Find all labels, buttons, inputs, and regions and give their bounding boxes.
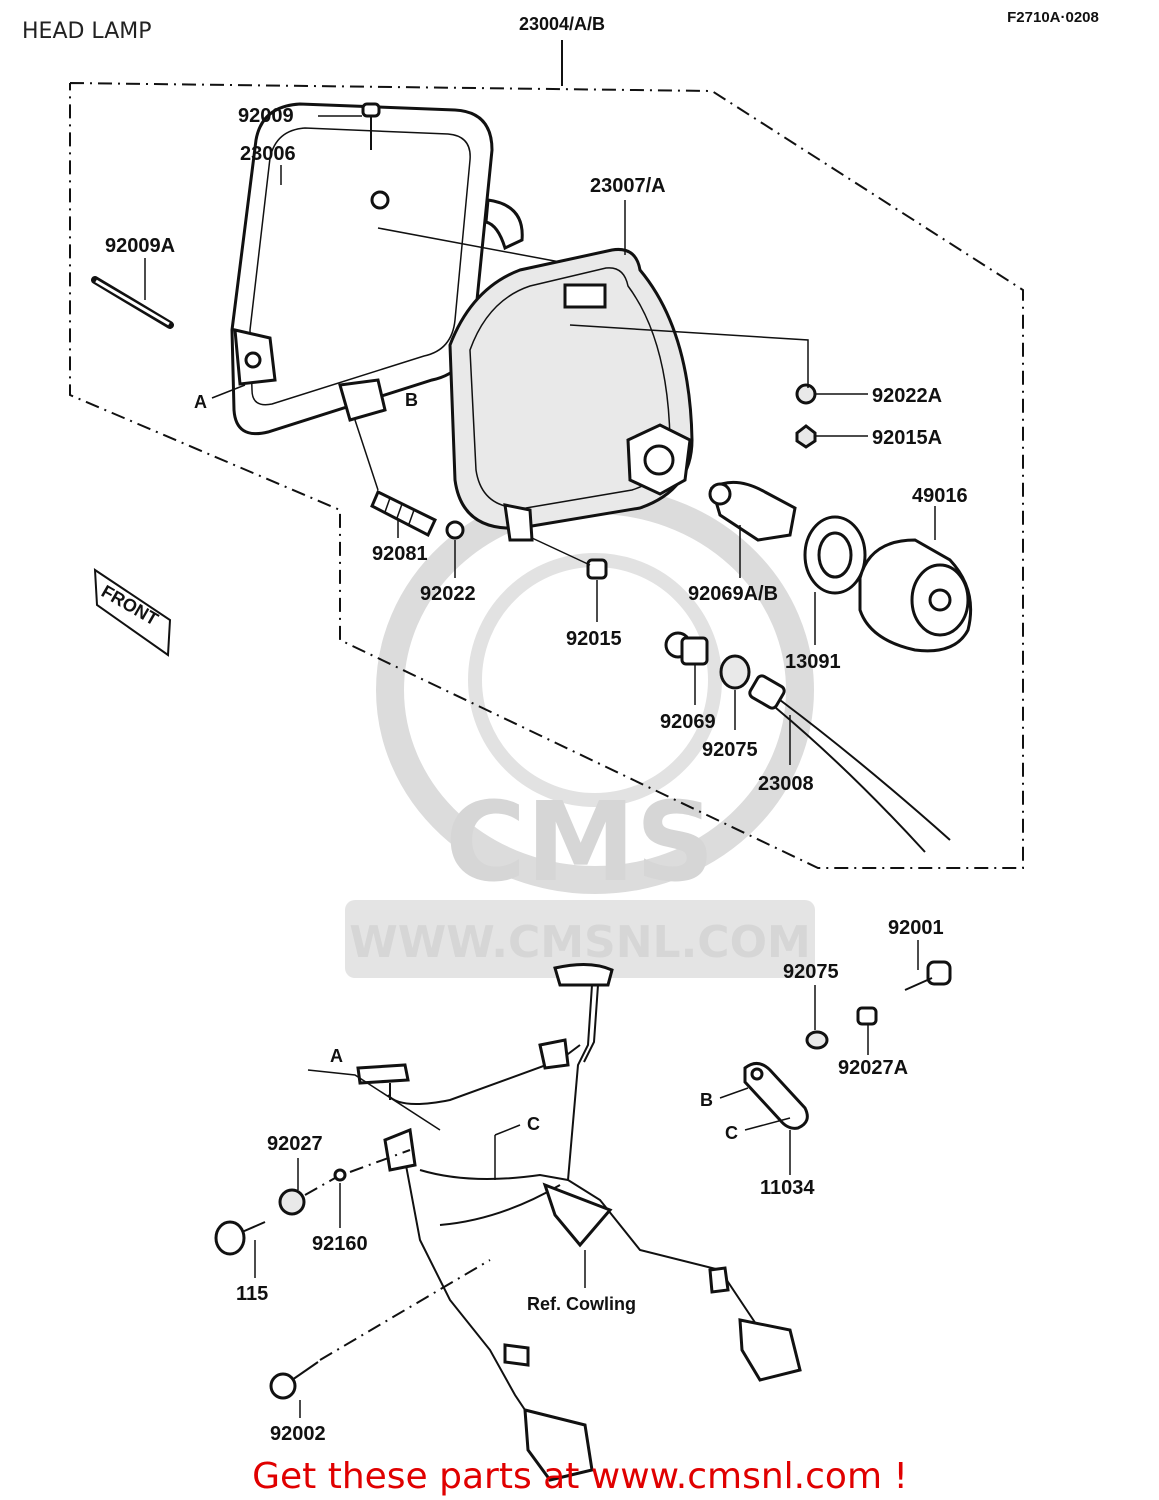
bolt-115 — [214, 1220, 266, 1256]
label-13091: 13091 — [785, 651, 841, 673]
sealed-beam-unit — [448, 247, 694, 542]
label-92160: 92160 — [312, 1233, 368, 1255]
callout-C-bottom: C — [527, 1114, 540, 1134]
bolt-92001 — [904, 960, 952, 991]
bolt-92002 — [269, 1361, 319, 1400]
label-23008: 23008 — [758, 773, 814, 795]
bolt-92009 — [361, 102, 381, 150]
collar-92027 — [278, 1188, 306, 1216]
nut-92015 — [586, 558, 608, 580]
grommet-92075 — [719, 654, 751, 690]
callout-letters: A B A C B C — [194, 390, 738, 1143]
label-92001: 92001 — [888, 917, 944, 939]
clip-92160 — [333, 1168, 347, 1182]
leader-lines-upper — [144, 115, 936, 765]
front-tag-label: FRONT — [98, 581, 162, 629]
callout-B-stay: B — [700, 1090, 713, 1110]
label-92022: 92022 — [420, 583, 476, 605]
ref-cowling-note: Ref. Cowling — [527, 1294, 636, 1314]
assembly-boundary — [69, 40, 1024, 869]
label-49016: 49016 — [912, 485, 968, 507]
watermark: CMS WWW.CMSNL.COM — [345, 486, 815, 978]
label-23006: 23006 — [240, 143, 296, 165]
collar-92027A — [856, 1006, 878, 1026]
page-title: HEAD LAMP — [22, 19, 152, 44]
headlamp-rim — [230, 102, 524, 436]
assembly-ref-label: 23004/A/B — [519, 14, 605, 34]
washer-92022 — [445, 520, 465, 540]
bulb-92069 — [664, 631, 709, 666]
damper-92075 — [805, 1030, 829, 1050]
watermark-banner — [345, 900, 815, 978]
label-92015A: 92015A — [872, 427, 942, 449]
wiring-23008 — [748, 674, 951, 853]
callout-A-bottom: A — [330, 1046, 343, 1066]
label-92009A: 92009A — [105, 235, 175, 257]
part-labels: 92009 23006 92009A 23007/A 92022A 92015A… — [105, 105, 968, 1445]
footer-promo-link[interactable]: Get these parts at www.cmsnl.com ! — [252, 1456, 908, 1497]
bulb-92069AB — [708, 480, 797, 542]
stay-plate-11034 — [743, 1062, 809, 1130]
label-92009: 92009 — [238, 105, 294, 127]
watermark-url: WWW.CMSNL.COM — [349, 917, 811, 968]
label-92027: 92027 — [267, 1133, 323, 1155]
label-92081: 92081 — [372, 543, 428, 565]
label-92075-bottom: 92075 — [783, 961, 839, 983]
label-11034: 11034 — [760, 1177, 815, 1199]
front-tag: FRONT — [93, 568, 172, 657]
label-23007A: 23007/A — [590, 175, 666, 197]
callout-A-top: A — [194, 392, 207, 412]
label-92069: 92069 — [660, 711, 716, 733]
cover-49016 — [858, 538, 973, 653]
callout-C-stay: C — [725, 1123, 738, 1143]
drawing-code: F2710A·0208 — [1007, 9, 1099, 26]
label-92027A: 92027A — [838, 1057, 908, 1079]
label-92002: 92002 — [270, 1423, 326, 1445]
spring-92081 — [370, 489, 437, 538]
label-115: 115 — [236, 1283, 268, 1305]
socket-13091 — [803, 515, 867, 595]
screw-92009A — [91, 276, 174, 329]
label-92069AB: 92069A/B — [688, 583, 778, 605]
label-92015: 92015 — [566, 628, 622, 650]
label-92075-top: 92075 — [702, 739, 758, 761]
label-92022A: 92022A — [872, 385, 942, 407]
nut-92015A — [795, 424, 817, 449]
nut-92022A — [795, 383, 817, 405]
watermark-brand: CMS — [445, 778, 714, 906]
leader-lines-lower — [254, 940, 919, 1418]
callout-B-top: B — [405, 390, 418, 410]
headlamp-stay — [356, 963, 802, 1482]
